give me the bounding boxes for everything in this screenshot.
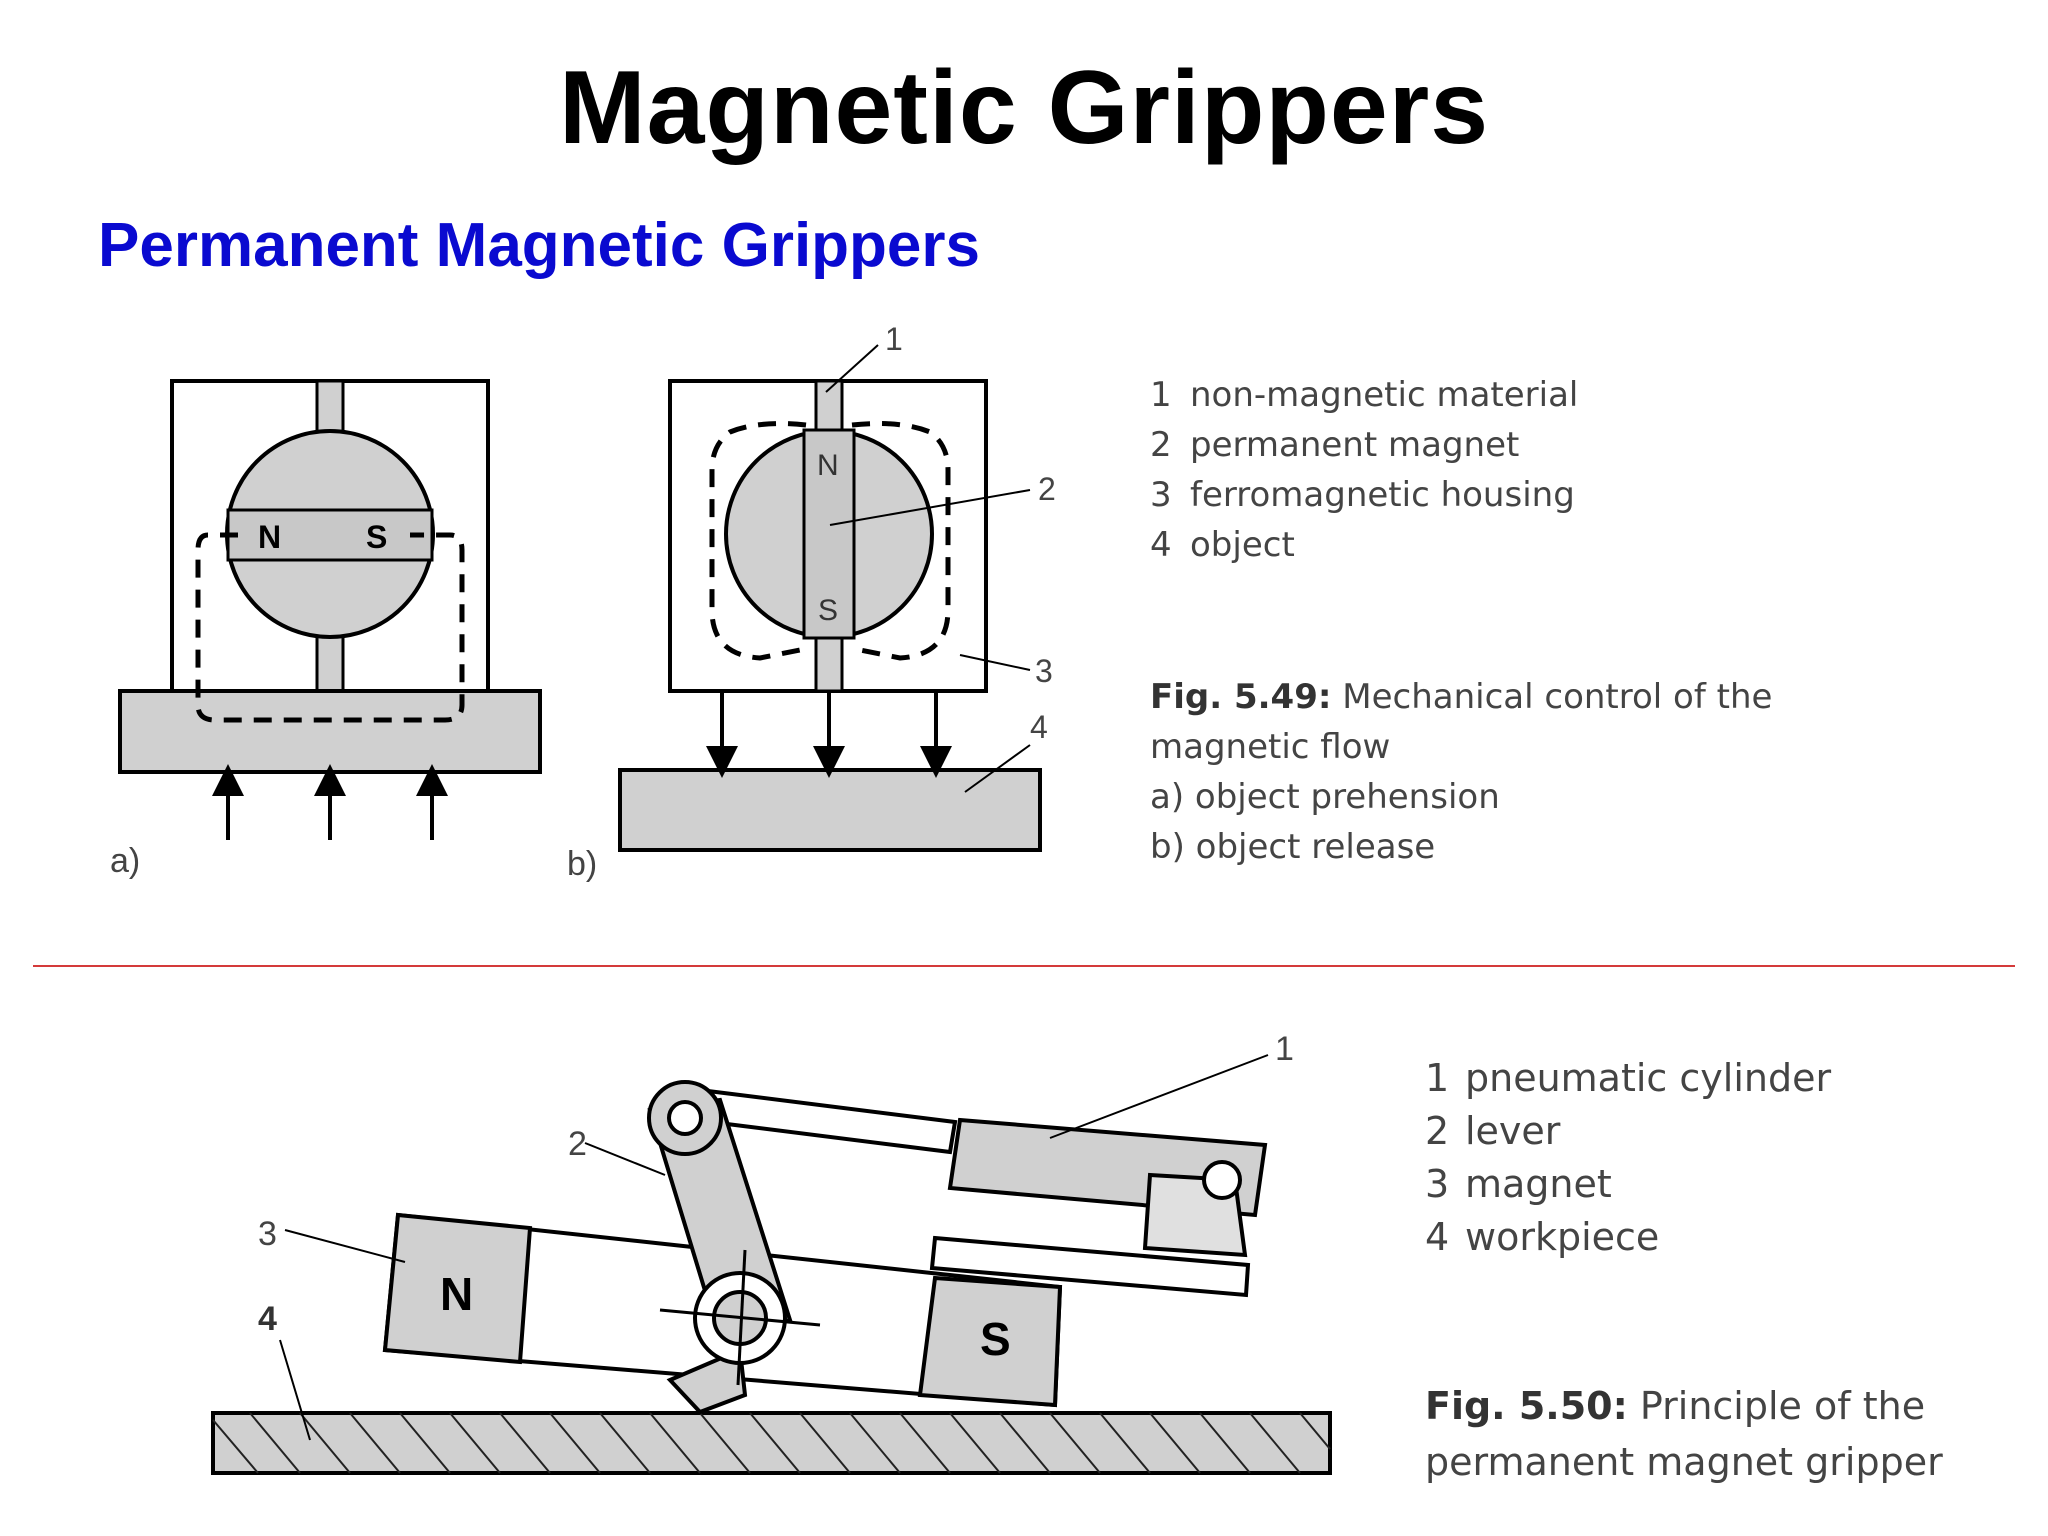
legend-item: 3 ferromagnetic housing bbox=[1150, 470, 1578, 520]
legend-item: 3 magnet bbox=[1425, 1158, 1831, 1211]
caption-text: Principle of the permanent magnet grippe… bbox=[1425, 1384, 1943, 1484]
caption-a: a) object prehension bbox=[1150, 777, 1500, 817]
legend-item: 4 object bbox=[1150, 520, 1578, 570]
panel-b-pole-n: N bbox=[817, 449, 839, 482]
panel-b-label: b) bbox=[567, 845, 597, 883]
panel-a-label: a) bbox=[110, 842, 140, 880]
fig50-caption: Fig. 5.50: Principle of the permanent ma… bbox=[1425, 1378, 2025, 1490]
legend-num: 4 bbox=[1425, 1215, 1450, 1259]
legend-text: ferromagnetic housing bbox=[1190, 475, 1575, 515]
legend-text: permanent magnet bbox=[1190, 425, 1520, 465]
fig50-pole-s: S bbox=[980, 1313, 1011, 1365]
legend-item: 1 non-magnetic material bbox=[1150, 370, 1578, 420]
callout-4-label: 4 bbox=[1030, 709, 1048, 745]
panel-b-pole-s: S bbox=[818, 594, 838, 627]
fig50-callout-2: 2 bbox=[568, 1125, 587, 1163]
legend-item: 2 permanent magnet bbox=[1150, 420, 1578, 470]
section-divider bbox=[33, 965, 2015, 967]
fig50-callout-4: 4 bbox=[258, 1300, 277, 1338]
legend-text: magnet bbox=[1465, 1162, 1612, 1206]
section-subtitle: Permanent Magnetic Grippers bbox=[98, 211, 981, 280]
caption-label: Fig. 5.49: bbox=[1150, 677, 1332, 717]
fig50-callout-3: 3 bbox=[258, 1215, 277, 1253]
fig49-legend: 1 non-magnetic material 2 permanent magnet… bbox=[1150, 370, 1578, 570]
figure-5-50-gripper bbox=[211, 1054, 1332, 1475]
legend-item: 4 workpiece bbox=[1425, 1211, 1831, 1264]
panel-b-housing bbox=[618, 344, 1042, 852]
callout-1-label: 1 bbox=[885, 321, 903, 357]
legend-num: 4 bbox=[1150, 525, 1172, 565]
fig50-callout-1: 1 bbox=[1275, 1030, 1294, 1068]
legend-text: lever bbox=[1465, 1109, 1561, 1153]
fig50-legend: 1 pneumatic cylinder 2 lever 3 magnet 4 work… bbox=[1425, 1052, 1831, 1264]
legend-num: 1 bbox=[1425, 1056, 1450, 1100]
legend-text: workpiece bbox=[1465, 1215, 1660, 1259]
caption-text: Mechanical control of the magnetic flow bbox=[1150, 677, 1773, 767]
panel-a-pole-n: N bbox=[258, 519, 281, 555]
panel-a-housing bbox=[118, 379, 542, 840]
fig49-caption: Fig. 5.49: Mechanical control of the mag… bbox=[1150, 672, 1790, 872]
panel-a-pole-s: S bbox=[366, 519, 387, 555]
page-title: Magnetic Grippers bbox=[558, 50, 1490, 166]
fig50-pole-n: N bbox=[440, 1268, 473, 1320]
callout-3-label: 3 bbox=[1035, 653, 1053, 689]
legend-num: 3 bbox=[1150, 475, 1172, 515]
legend-num: 2 bbox=[1425, 1109, 1450, 1153]
legend-text: pneumatic cylinder bbox=[1465, 1056, 1832, 1100]
legend-num: 3 bbox=[1425, 1162, 1450, 1206]
legend-num: 1 bbox=[1150, 375, 1172, 415]
caption-b: b) object release bbox=[1150, 827, 1436, 867]
legend-text: object bbox=[1190, 525, 1295, 565]
legend-text: non-magnetic material bbox=[1190, 375, 1579, 415]
legend-num: 2 bbox=[1150, 425, 1172, 465]
callout-2-label: 2 bbox=[1038, 471, 1056, 507]
legend-item: 2 lever bbox=[1425, 1105, 1831, 1158]
caption-label: Fig. 5.50: bbox=[1425, 1384, 1628, 1428]
legend-item: 1 pneumatic cylinder bbox=[1425, 1052, 1831, 1105]
